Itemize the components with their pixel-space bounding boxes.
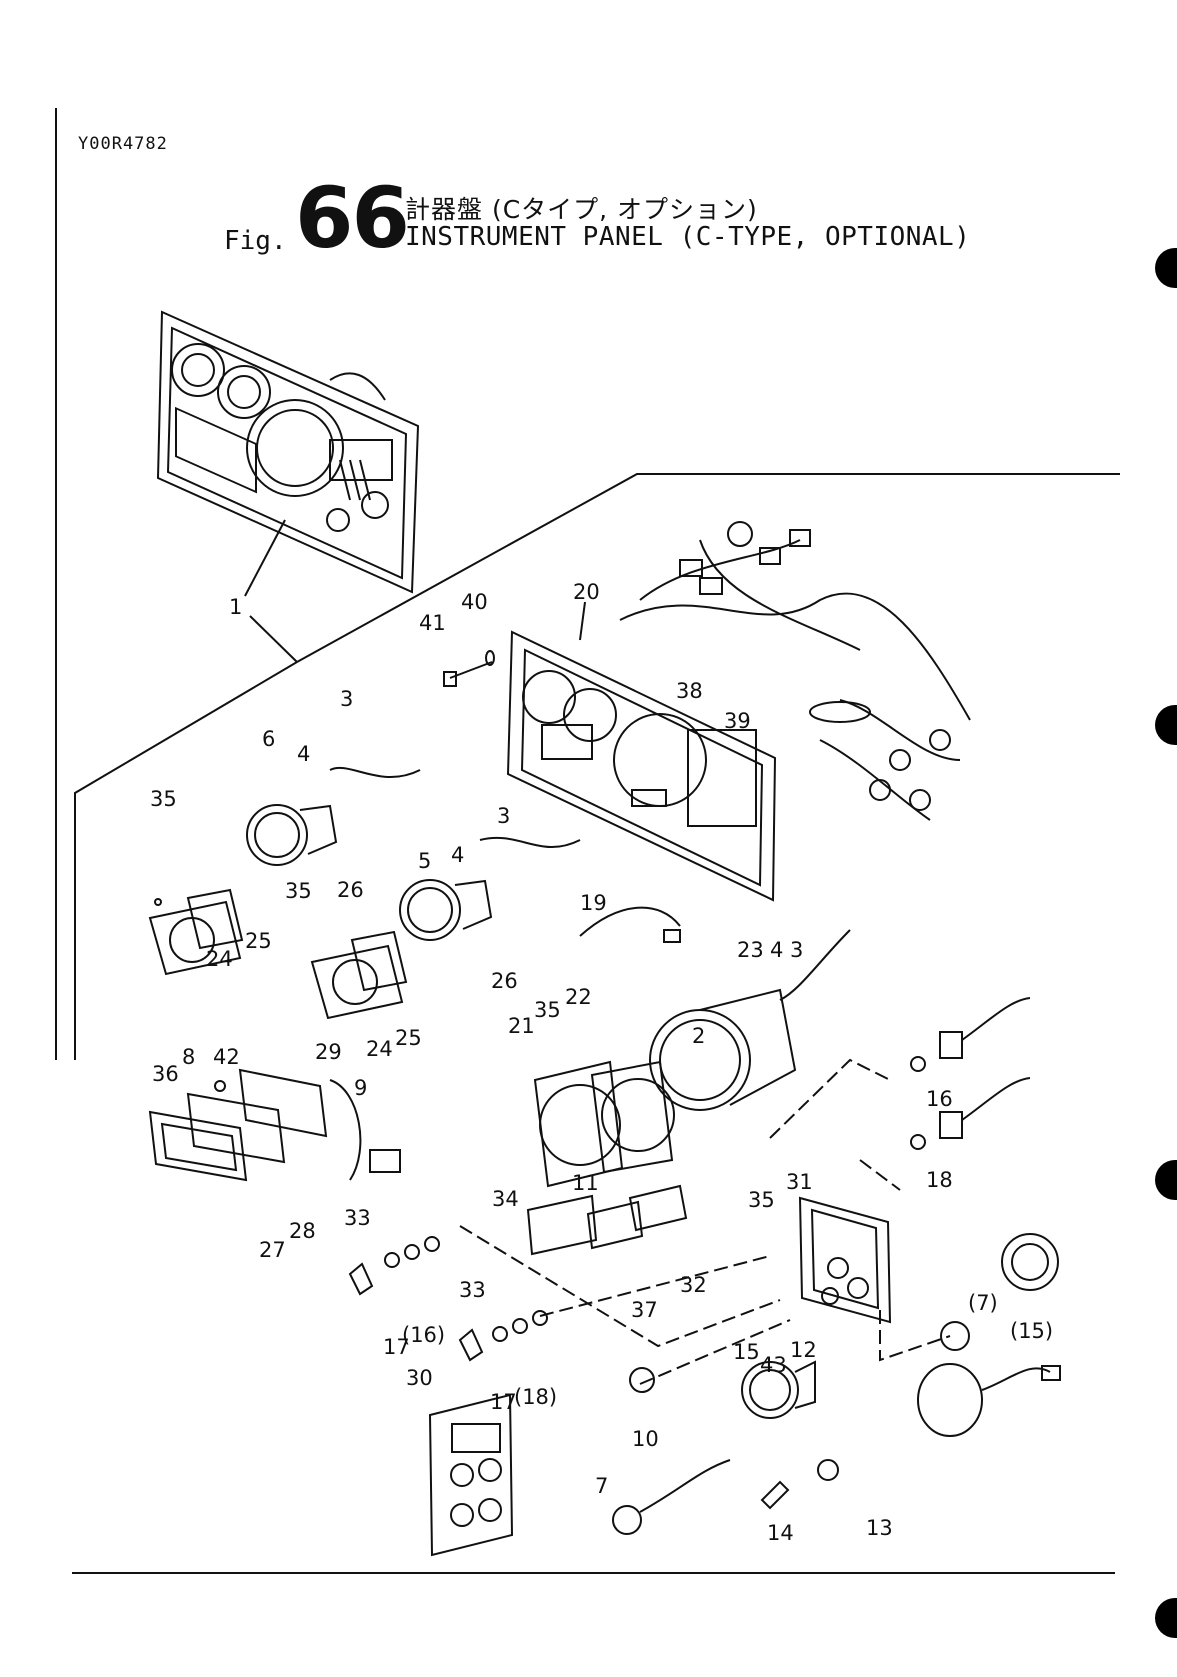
callout: 35 — [748, 1188, 775, 1212]
callout: 19 — [580, 891, 607, 915]
callout: 24 — [366, 1037, 393, 1061]
callout: 39 — [724, 709, 751, 733]
buzzer-unit — [918, 1364, 1060, 1436]
callout: 29 — [315, 1040, 342, 1064]
callout: 3 — [790, 938, 803, 962]
toggle-switch-16 — [911, 998, 1030, 1071]
callout: 22 — [565, 985, 592, 1009]
knob-7 — [941, 1322, 969, 1350]
switch-box-assembly — [800, 1198, 890, 1322]
callout: 15 — [733, 1340, 760, 1364]
callout: 14 — [767, 1521, 794, 1545]
callout: (18) — [514, 1385, 557, 1409]
cover-plate — [528, 1196, 596, 1254]
callout: 35 — [534, 998, 561, 1022]
callout: 13 — [866, 1516, 893, 1540]
callout: 21 — [508, 1014, 535, 1038]
callout: 35 — [285, 879, 312, 903]
callout: 43 — [760, 1353, 787, 1377]
callout: 18 — [926, 1168, 953, 1192]
callout: 16 — [926, 1087, 953, 1111]
rocker-knob-33 — [460, 1330, 482, 1360]
leader-line — [245, 520, 285, 596]
callout: 26 — [337, 878, 364, 902]
callout: 12 — [790, 1338, 817, 1362]
callout: 6 — [262, 727, 275, 751]
callout: (7) — [968, 1291, 998, 1315]
callout: 28 — [289, 1219, 316, 1243]
nut-13 — [818, 1460, 838, 1480]
callout: 3 — [497, 804, 510, 828]
callout: (15) — [1010, 1319, 1053, 1343]
leader-line — [250, 616, 297, 662]
callout: 31 — [786, 1170, 813, 1194]
washer-set-18 — [493, 1311, 547, 1341]
callout: 33 — [459, 1278, 486, 1302]
callout: 17 — [490, 1390, 517, 1414]
leader-line — [580, 602, 585, 640]
callout: 4 — [451, 843, 464, 867]
callout: 11 — [572, 1171, 599, 1195]
bolt-and-washer — [444, 651, 494, 686]
callout: 41 — [419, 611, 446, 635]
panel-plate — [508, 632, 775, 900]
gauge-5-assembly — [312, 838, 580, 1018]
callout: 25 — [245, 929, 272, 953]
lamp-lens — [588, 1202, 642, 1248]
switch-panel — [430, 1395, 512, 1555]
rocker-knob-33 — [350, 1264, 372, 1294]
instrument-panel-assembly — [158, 312, 418, 592]
callout: 26 — [491, 969, 518, 993]
callout: 38 — [676, 679, 703, 703]
clamp-14 — [762, 1482, 788, 1508]
knob-15 — [1002, 1234, 1058, 1290]
callout: 3 — [340, 687, 353, 711]
gauge-2-assembly — [535, 930, 850, 1186]
callout: 7 — [595, 1474, 608, 1498]
callout: 4 — [770, 938, 783, 962]
callout: 27 — [259, 1238, 286, 1262]
callout: 20 — [573, 580, 600, 604]
callout: 30 — [406, 1366, 433, 1390]
callout: 40 — [461, 590, 488, 614]
gauge-6-assembly — [150, 768, 420, 974]
callout: 24 — [206, 947, 233, 971]
main-wiring-harness — [620, 522, 970, 820]
callout: 42 — [213, 1045, 240, 1069]
callout: 2 — [692, 1024, 705, 1048]
washer-set-16 — [385, 1237, 439, 1267]
callout: 34 — [492, 1187, 519, 1211]
callout: 10 — [632, 1427, 659, 1451]
callout: 33 — [344, 1206, 371, 1230]
connector — [664, 930, 680, 942]
callout: 5 — [418, 849, 431, 873]
callout: 35 — [150, 787, 177, 811]
routing-lines — [460, 1060, 950, 1384]
push-switch-7 — [613, 1460, 730, 1534]
callout: 9 — [354, 1076, 367, 1100]
callout: 37 — [631, 1298, 658, 1322]
callout: 23 — [737, 938, 764, 962]
callout: 25 — [395, 1026, 422, 1050]
callout: 8 — [182, 1045, 195, 1069]
callout: 17 — [383, 1335, 410, 1359]
callout: 36 — [152, 1062, 179, 1086]
callout: 1 — [229, 595, 242, 619]
callout: 32 — [680, 1273, 707, 1297]
callout: 4 — [297, 742, 310, 766]
